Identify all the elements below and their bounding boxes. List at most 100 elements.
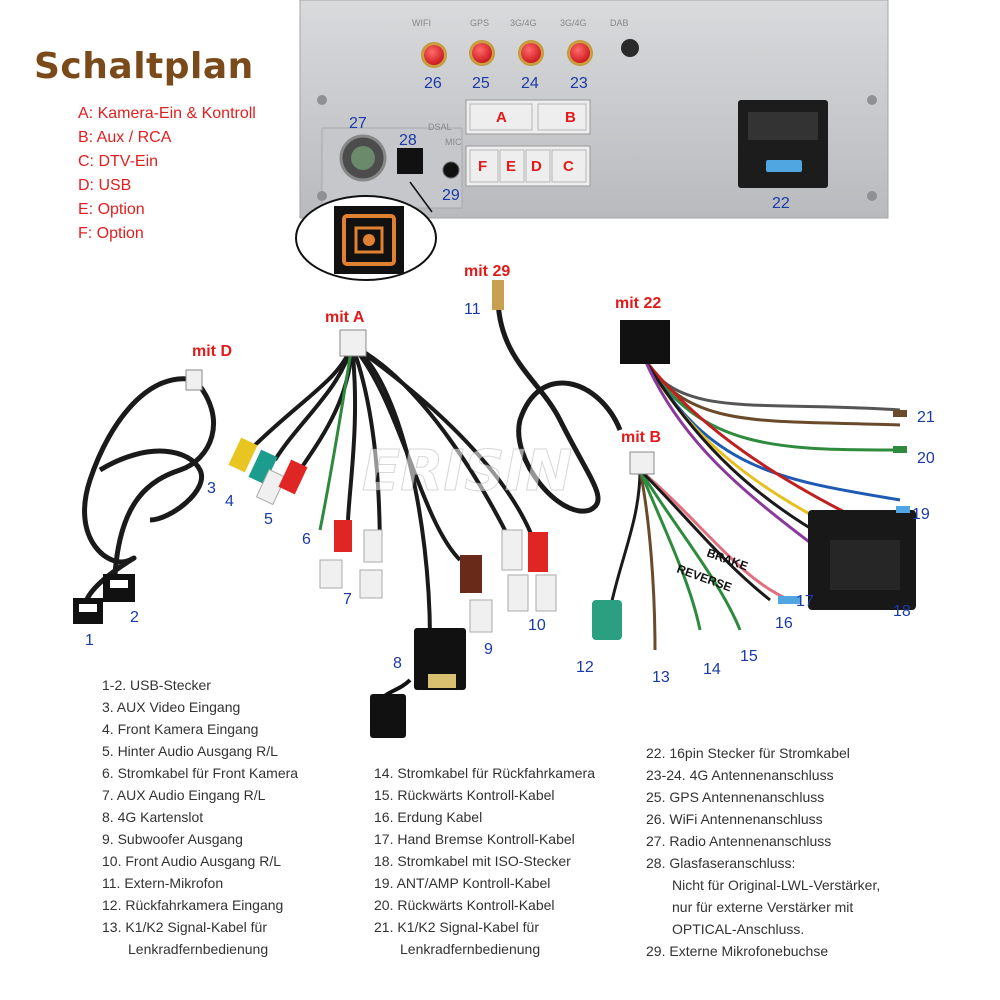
rear-panel: WIFI GPS 3G/4G 3G/4G DAB — [299, 0, 889, 219]
label-26: 26 — [424, 75, 442, 92]
cable-number-14: 14 — [703, 661, 721, 678]
legend-item-a: A: Kamera-Ein & Kontroll — [78, 105, 256, 122]
wire-tag-brake: BRAKE — [705, 546, 750, 574]
wire-end-21 — [893, 410, 907, 417]
description-item: 18. Stromkabel mit ISO-Stecker — [374, 853, 571, 869]
description-item: 6. Stromkabel für Front Kamera — [102, 765, 299, 781]
description-item: 15. Rückwärts Kontroll-Kabel — [374, 787, 555, 803]
group-label-mit-b: mit B — [621, 429, 661, 446]
port-label-dab: DAB — [610, 18, 629, 28]
cable-number-16: 16 — [775, 615, 793, 632]
legend-item-e: E: Option — [78, 201, 145, 218]
description-item: 10. Front Audio Ausgang R/L — [102, 853, 282, 869]
label-23: 23 — [570, 75, 588, 92]
description-item: 17. Hand Bremse Kontroll-Kabel — [374, 831, 575, 847]
label-25: 25 — [472, 75, 490, 92]
cable-number-12: 12 — [576, 659, 594, 676]
mic-jack — [492, 280, 504, 310]
description-column-3: 22. 16pin Stecker für Stromkabel 23-24. … — [646, 742, 880, 962]
legend-item-f: F: Option — [78, 225, 144, 242]
page-title: Schaltplan — [34, 46, 254, 87]
cable-number-13: 13 — [652, 669, 670, 686]
cable-number-3: 3 — [207, 480, 216, 497]
label-24: 24 — [521, 75, 539, 92]
description-item: 12. Rückfahrkamera Eingang — [102, 897, 284, 913]
cable-number-7: 7 — [343, 591, 352, 608]
cable-number-20: 20 — [917, 450, 935, 467]
port-label-3g4g-a: 3G/4G — [510, 18, 537, 28]
description-item: 13. K1/K2 Signal-Kabel für — [102, 919, 267, 935]
description-item: 22. 16pin Stecker für Stromkabel — [646, 745, 850, 761]
screw-hole — [317, 95, 327, 105]
description-item: 25. GPS Antennenanschluss — [646, 789, 825, 805]
cable-number-1: 1 — [85, 632, 94, 649]
optical-zoom-callout — [295, 181, 437, 281]
wire-end-17 — [778, 596, 800, 604]
screw-hole — [317, 191, 327, 201]
group-label-mit-d: mit D — [192, 343, 232, 360]
cable-number-9: 9 — [484, 641, 493, 658]
description-item: 29. Externe Mikrofonebuchse — [646, 943, 829, 959]
description-item: 26. WiFi Antennenanschluss — [646, 811, 823, 827]
port-label-3g4g-b: 3G/4G — [560, 18, 587, 28]
description-item: 14. Stromkabel für Rückfahrkamera — [374, 765, 595, 781]
socket-label-f: F — [478, 158, 487, 175]
socket-label-b: B — [565, 109, 576, 126]
description-item: 21. K1/K2 Signal-Kabel für — [374, 919, 539, 935]
mic-port — [442, 161, 460, 179]
cable-number-21: 21 — [917, 409, 935, 426]
socket-label-c: C — [563, 158, 574, 175]
description-item: 3. AUX Video Eingang — [102, 699, 241, 715]
screw-hole — [867, 191, 877, 201]
description-item: Nicht für Original-LWL-Verstärker, — [672, 877, 881, 893]
cable-number-19: 19 — [912, 506, 930, 523]
description-item: 9. Subwoofer Ausgang — [102, 831, 243, 847]
description-item: 7. AUX Audio Eingang R/L — [102, 787, 266, 803]
legend-item-c: C: DTV-Ein — [78, 153, 159, 170]
rca-cable-group — [248, 343, 542, 641]
description-item: 8. 4G Kartenslot — [102, 809, 204, 825]
plug-a — [339, 329, 367, 357]
usb-cable-group — [82, 376, 216, 606]
description-item: 19. ANT/AMP Kontroll-Kabel — [374, 875, 551, 891]
port-hole — [621, 39, 639, 57]
description-item: Lenkradfernbedienung — [400, 941, 541, 957]
cable-number-10: 10 — [528, 617, 546, 634]
usb-plug-d — [185, 369, 203, 391]
description-item: 11. Extern-Mikrofon — [102, 875, 224, 891]
radio-antenna-core — [351, 146, 375, 170]
wire-end-19 — [896, 506, 910, 513]
description-column-2: 14. Stromkabel für Rückfahrkamera 15. Rü… — [374, 762, 595, 960]
label-29: 29 — [442, 187, 460, 204]
rca-plugs — [228, 437, 557, 633]
cable-number-8: 8 — [393, 655, 402, 672]
group-label-mit-29: mit 29 — [464, 263, 510, 280]
legend-item-b: B: Aux / RCA — [78, 129, 172, 146]
group-label-mit-a: mit A — [325, 309, 365, 326]
wire-end-20 — [893, 446, 907, 453]
antenna-connector-26 — [421, 42, 447, 68]
description-column-1: 1-2. USB-Stecker 3. AUX Video Eingang 4.… — [102, 674, 298, 960]
cable-number-15: 15 — [740, 648, 758, 665]
rca-12 — [592, 600, 622, 640]
power-socket-16pin — [738, 100, 828, 188]
cable-number-5: 5 — [264, 511, 273, 528]
mic-cable — [495, 299, 623, 514]
description-item: 23-24. 4G Antennenanschluss — [646, 767, 834, 783]
cable-number-11: 11 — [464, 301, 481, 318]
connector-legend: A: Kamera-Ein & Kontroll B: Aux / RCA C:… — [78, 102, 256, 246]
description-item: OPTICAL-Anschluss. — [672, 921, 805, 937]
fuse — [766, 160, 802, 172]
description-item: 27. Radio Antennenanschluss — [646, 833, 832, 849]
socket-label-e: E — [506, 158, 516, 175]
cable-number-18: 18 — [893, 603, 911, 620]
description-item: 5. Hinter Audio Ausgang R/L — [102, 743, 278, 759]
description-item: nur für externe Verstärker mit — [672, 899, 854, 915]
label-27: 27 — [349, 115, 367, 132]
side-label-mic: MIC — [445, 137, 462, 147]
label-28: 28 — [399, 132, 417, 149]
label-22: 22 — [772, 195, 790, 212]
plug-22 — [620, 320, 670, 364]
